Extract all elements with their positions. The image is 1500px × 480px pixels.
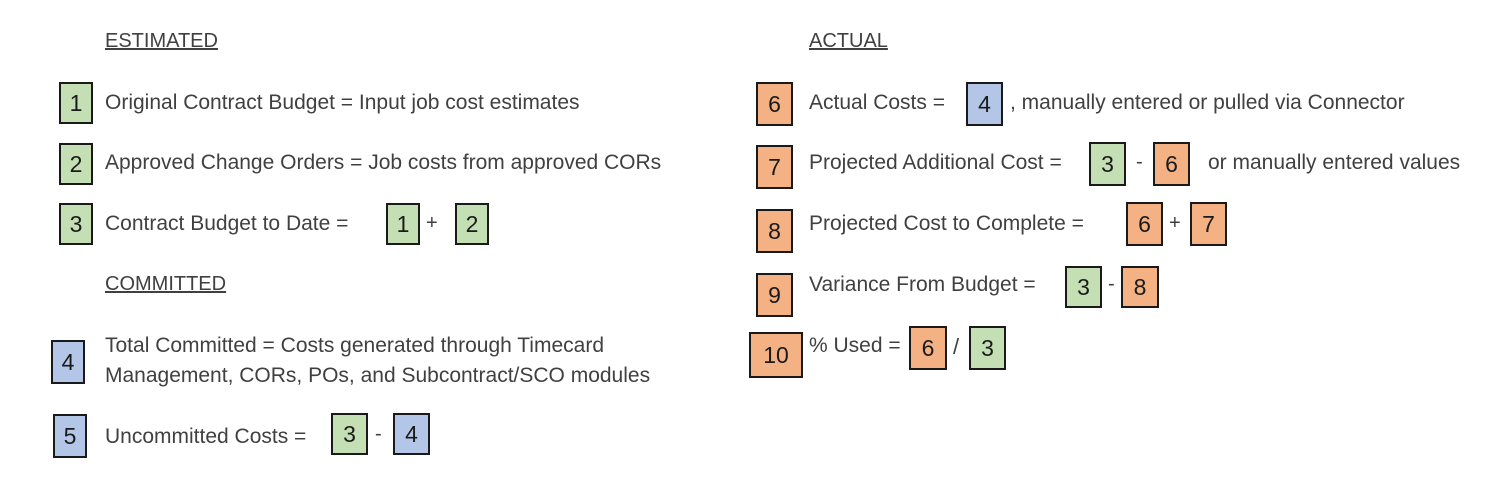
item-7-text: Projected Additional Cost = — [809, 151, 1062, 174]
item-3-badge: 3 — [59, 203, 93, 245]
item-9-operator: - — [1108, 273, 1115, 295]
item-7-operator: - — [1136, 151, 1143, 173]
item-10-badge: 10 — [749, 332, 803, 378]
item-7-suffix: or manually entered values — [1208, 151, 1461, 174]
item-8-text: Projected Cost to Complete = — [809, 212, 1084, 235]
item-8-operand-b: 7 — [1190, 202, 1227, 246]
item-6-text: Actual Costs = — [809, 91, 945, 114]
item-5-text: Uncommitted Costs = — [105, 425, 307, 448]
item-1-badge: 1 — [59, 82, 93, 124]
item-7-badge: 7 — [756, 145, 793, 189]
item-6-ref: 4 — [966, 82, 1003, 126]
item-2-badge: 2 — [59, 143, 93, 185]
item-4-badge: 4 — [51, 340, 85, 384]
item-10-text: % Used = — [809, 334, 901, 357]
item-10-operator: / — [953, 334, 960, 359]
item-3-text: Contract Budget to Date = — [105, 212, 349, 235]
item-9-operand-a: 3 — [1065, 266, 1102, 308]
item-1-text: Original Contract Budget = Input job cos… — [105, 91, 580, 114]
item-5-badge: 5 — [53, 414, 87, 458]
item-4-text-line2: Management, CORs, POs, and Subcontract/S… — [105, 364, 651, 387]
item-8-operand-a: 6 — [1126, 202, 1163, 246]
committed-heading: COMMITTED — [105, 273, 227, 295]
item-3-operator: + — [426, 212, 438, 234]
estimated-heading: ESTIMATED — [105, 30, 218, 52]
item-8-operator: + — [1169, 212, 1181, 234]
item-10-operand-b: 3 — [969, 326, 1006, 370]
item-2-text: Approved Change Orders = Job costs from … — [105, 151, 662, 174]
item-6-badge: 6 — [756, 82, 793, 126]
item-7-operand-a: 3 — [1089, 142, 1126, 186]
item-3-operand-b: 2 — [455, 203, 489, 245]
item-7-operand-b: 6 — [1153, 142, 1190, 186]
item-9-text: Variance From Budget = — [809, 273, 1036, 296]
actual-heading: ACTUAL — [809, 30, 888, 52]
item-10-operand-a: 6 — [909, 326, 947, 370]
item-5-operand-a: 3 — [331, 413, 368, 455]
item-5-operand-b: 4 — [393, 413, 430, 455]
item-9-operand-b: 8 — [1121, 266, 1159, 308]
item-8-badge: 8 — [756, 209, 793, 253]
item-5-operator: - — [375, 423, 382, 445]
item-4-text-line1: Total Committed = Costs generated throug… — [105, 334, 604, 357]
item-3-operand-a: 1 — [386, 203, 420, 245]
item-9-badge: 9 — [756, 273, 793, 317]
item-6-suffix: , manually entered or pulled via Connect… — [1010, 91, 1405, 114]
